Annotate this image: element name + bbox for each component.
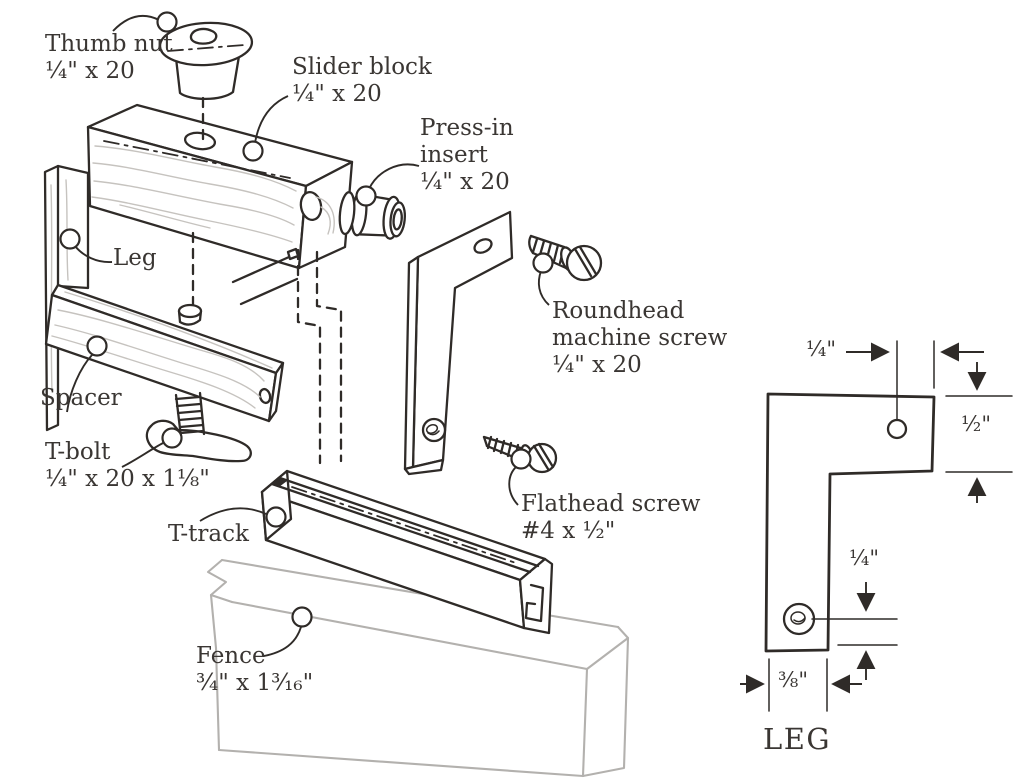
part-name: Thumb nut (45, 31, 173, 57)
callout-dot-spacer (86, 335, 108, 357)
callout-dot-flathead-screw (510, 448, 532, 470)
part-name: Flathead screw (521, 491, 701, 517)
part-name: insert (420, 142, 488, 169)
callout-dot-roundhead-screw (532, 252, 554, 274)
part-name: machine screw (552, 325, 728, 352)
thumb-nut-drawing (158, 21, 254, 101)
thumb-nut-label: Thumb nut ¹⁄₄" x 20 (45, 31, 173, 85)
flathead-screw-label: Flathead screw #4 x ¹⁄₂" (521, 491, 700, 545)
leg-detail-bottom-hole (782, 602, 816, 636)
press-in-insert-label: Press-in insert ¹⁄₄" x 20 (420, 115, 514, 196)
leg-detail-drawing (740, 340, 1013, 712)
dim-top-arm-width: ¹⁄₂" (961, 412, 992, 436)
pencil-mark (231, 255, 299, 306)
part-spec: ³⁄₄" x 1³⁄₁₆" (196, 670, 314, 697)
callout-dot-press-in-insert (355, 185, 377, 207)
callout-dot-thumb-nut (156, 11, 178, 33)
part-name: Roundhead (552, 298, 685, 324)
part-name: Spacer (40, 385, 122, 411)
part-spec: ¹⁄₄" x 20 x 1¹⁄₈" (45, 466, 210, 493)
part-name: Press-in (420, 115, 514, 141)
press-in-insert-drawing (338, 190, 406, 240)
slider-block-drawing (86, 103, 354, 270)
leg-label: Leg (113, 245, 157, 272)
slider-block-label: Slider block ¹⁄₄" x 20 (292, 54, 432, 108)
spacer-drawing (44, 283, 285, 423)
leg-detail-caption: LEG (763, 722, 832, 756)
part-name: Leg (113, 245, 157, 271)
callout-dot-leg (59, 228, 81, 250)
alignment-dashed-lines (191, 96, 343, 465)
t-track-label: T-track (168, 521, 249, 548)
fence-label: Fence ³⁄₄" x 1³⁄₁₆" (196, 643, 313, 697)
callout-dot-t-bolt (161, 427, 183, 449)
part-name: T-track (168, 521, 249, 547)
block-end-hole (299, 190, 323, 222)
bracket-bottom-hole (421, 417, 447, 443)
part-spec: ¹⁄₄" x 20 (420, 169, 510, 196)
bracket-top-hole (473, 238, 493, 254)
part-spec: ¹⁄₄" x 20 (292, 81, 382, 108)
t-bolt-tip (177, 303, 203, 326)
bracket-drawing (403, 210, 514, 476)
spacer-label: Spacer (40, 385, 122, 412)
part-spec: #4 x ¹⁄₂" (521, 518, 616, 545)
callout-leaders (59, 11, 554, 657)
t-track-drawing (260, 469, 554, 635)
part-name: Slider block (292, 54, 432, 80)
part-name: T-bolt (45, 439, 111, 465)
part-name: Fence (196, 643, 266, 669)
part-spec: ¹⁄₄" x 20 (552, 352, 642, 379)
roundhead-screw-label: Roundhead machine screw ¹⁄₄" x 20 (552, 298, 727, 379)
leg-detail-top-hole (886, 418, 908, 440)
callout-dot-fence (291, 606, 313, 628)
dim-bottom-hole-height: ¹⁄₄" (849, 546, 880, 570)
callout-dot-slider-block (242, 140, 264, 162)
dim-top-hole-inset: ¹⁄₄" (806, 337, 837, 361)
block-top-hole (183, 131, 217, 151)
t-bolt-label: T-bolt ¹⁄₄" x 20 x 1¹⁄₈" (45, 439, 210, 493)
callout-dot-t-track (265, 506, 287, 528)
part-spec: ¹⁄₄" x 20 (45, 58, 135, 85)
dim-leg-width: ³⁄₈" (778, 668, 809, 692)
